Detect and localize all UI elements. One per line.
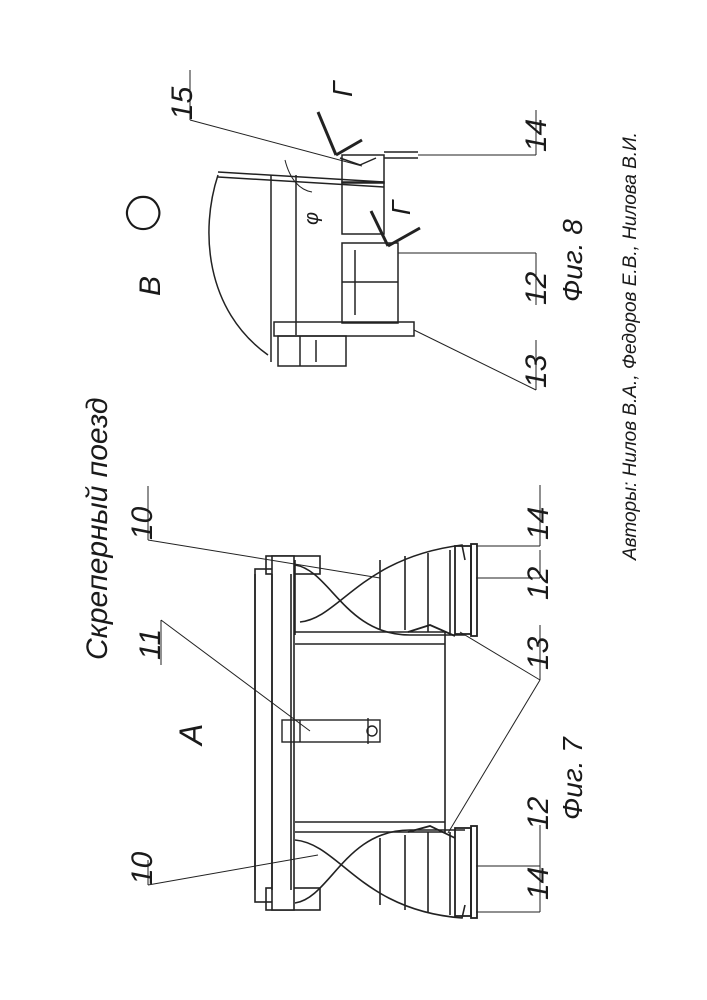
scraper-body: [295, 632, 445, 832]
callout-10-bottom: 10: [126, 851, 159, 885]
fig8-view-label: В: [134, 276, 167, 296]
drawing-title: Скреперный поезд: [81, 398, 114, 660]
callout-14-top: 14: [522, 507, 555, 540]
fig7-view-label: А: [173, 724, 209, 747]
callout-12-top: 12: [522, 566, 555, 600]
callout-13: 13: [522, 636, 555, 670]
fig7-caption: Фиг. 7: [557, 736, 588, 820]
section-label-top: Г: [327, 80, 358, 97]
figure-8: [190, 70, 536, 390]
frame-beam: [255, 556, 320, 910]
figure-7: [148, 485, 540, 918]
fig8-caption: Фиг. 8: [557, 219, 588, 302]
detail-leaders: [190, 70, 536, 390]
callout-15: 15: [166, 86, 199, 120]
callout-10-top: 10: [126, 506, 159, 540]
callout-14-bottom: 14: [522, 867, 555, 900]
authors-line: Авторы: Нилов В.А., Федоров Е.В., Нилова…: [620, 132, 641, 561]
callout-11: 11: [134, 629, 167, 660]
callout-12-fig8: 12: [520, 271, 553, 305]
callout-13-fig8: 13: [520, 354, 553, 388]
blades: [408, 544, 477, 918]
angle-label: φ: [301, 212, 323, 225]
callout-14-fig8: 14: [520, 119, 553, 152]
section-label-bottom: Г: [386, 199, 416, 215]
drawbar: [282, 718, 380, 744]
leader-lines: [148, 485, 540, 912]
detail-body: [209, 152, 418, 366]
rotation-symbol: ◯: [122, 194, 161, 232]
callout-12-bottom: 12: [522, 796, 555, 830]
